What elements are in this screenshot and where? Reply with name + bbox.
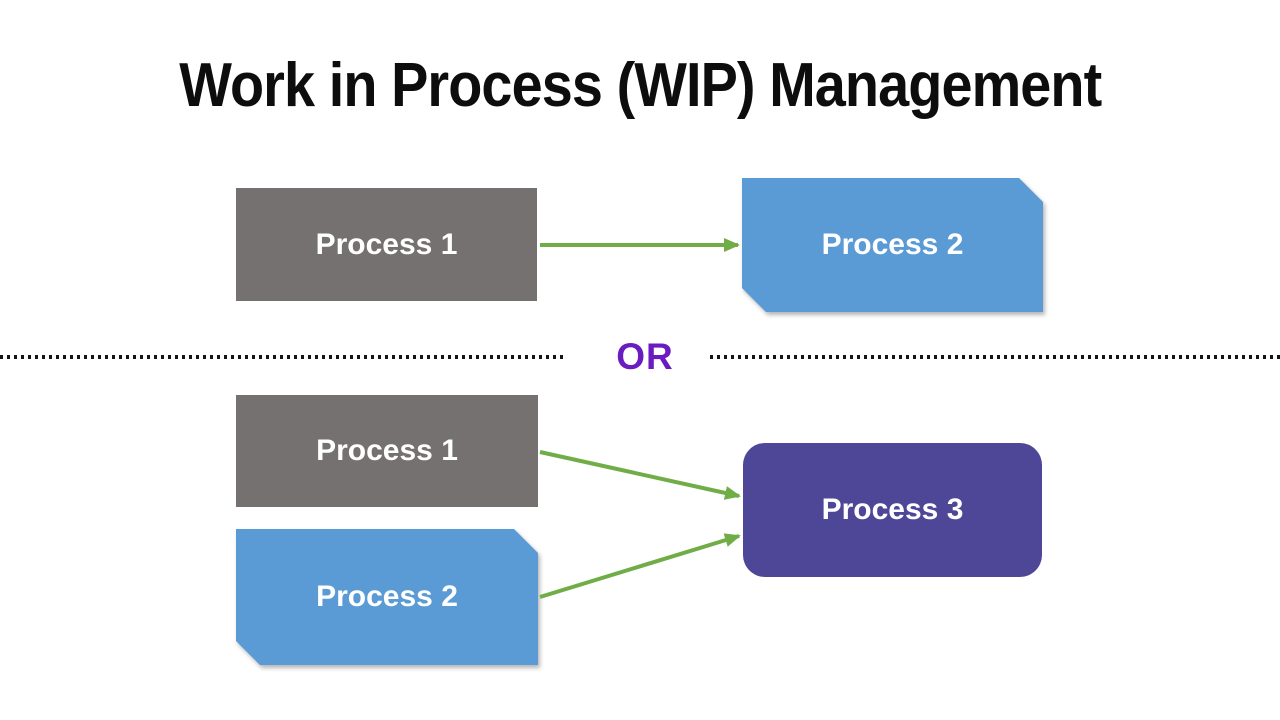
divider-dotted-left — [0, 355, 565, 359]
process-2-shape-option-b: Process 2 — [236, 529, 538, 665]
page-title-text: Work in Process (WIP) Management — [178, 51, 1102, 120]
process-2-label-option-b: Process 2 — [316, 580, 458, 613]
or-label: OR — [616, 336, 674, 377]
divider-dotted-right — [710, 355, 1280, 359]
process-1-box-option-a: Process 1 — [236, 188, 537, 301]
process-2-box-option-a: Process 2 — [742, 178, 1043, 312]
process-1-box-option-b: Process 1 — [236, 395, 538, 507]
arrow-p2-to-p3 — [539, 533, 741, 599]
process-2-box-option-b: Process 2 — [236, 529, 538, 665]
page-title: Work in Process (WIP) Management — [0, 50, 1280, 121]
process-3-box-option-b: Process 3 — [743, 443, 1042, 577]
process-3-label-option-b: Process 3 — [821, 493, 964, 526]
process-1-label-option-a: Process 1 — [315, 227, 458, 261]
arrow-p1-to-p3 — [539, 450, 741, 500]
process-1-label-option-b: Process 1 — [316, 434, 458, 467]
process-2-shape-option-a: Process 2 — [742, 178, 1043, 312]
process-2-label-option-a: Process 2 — [821, 228, 964, 261]
